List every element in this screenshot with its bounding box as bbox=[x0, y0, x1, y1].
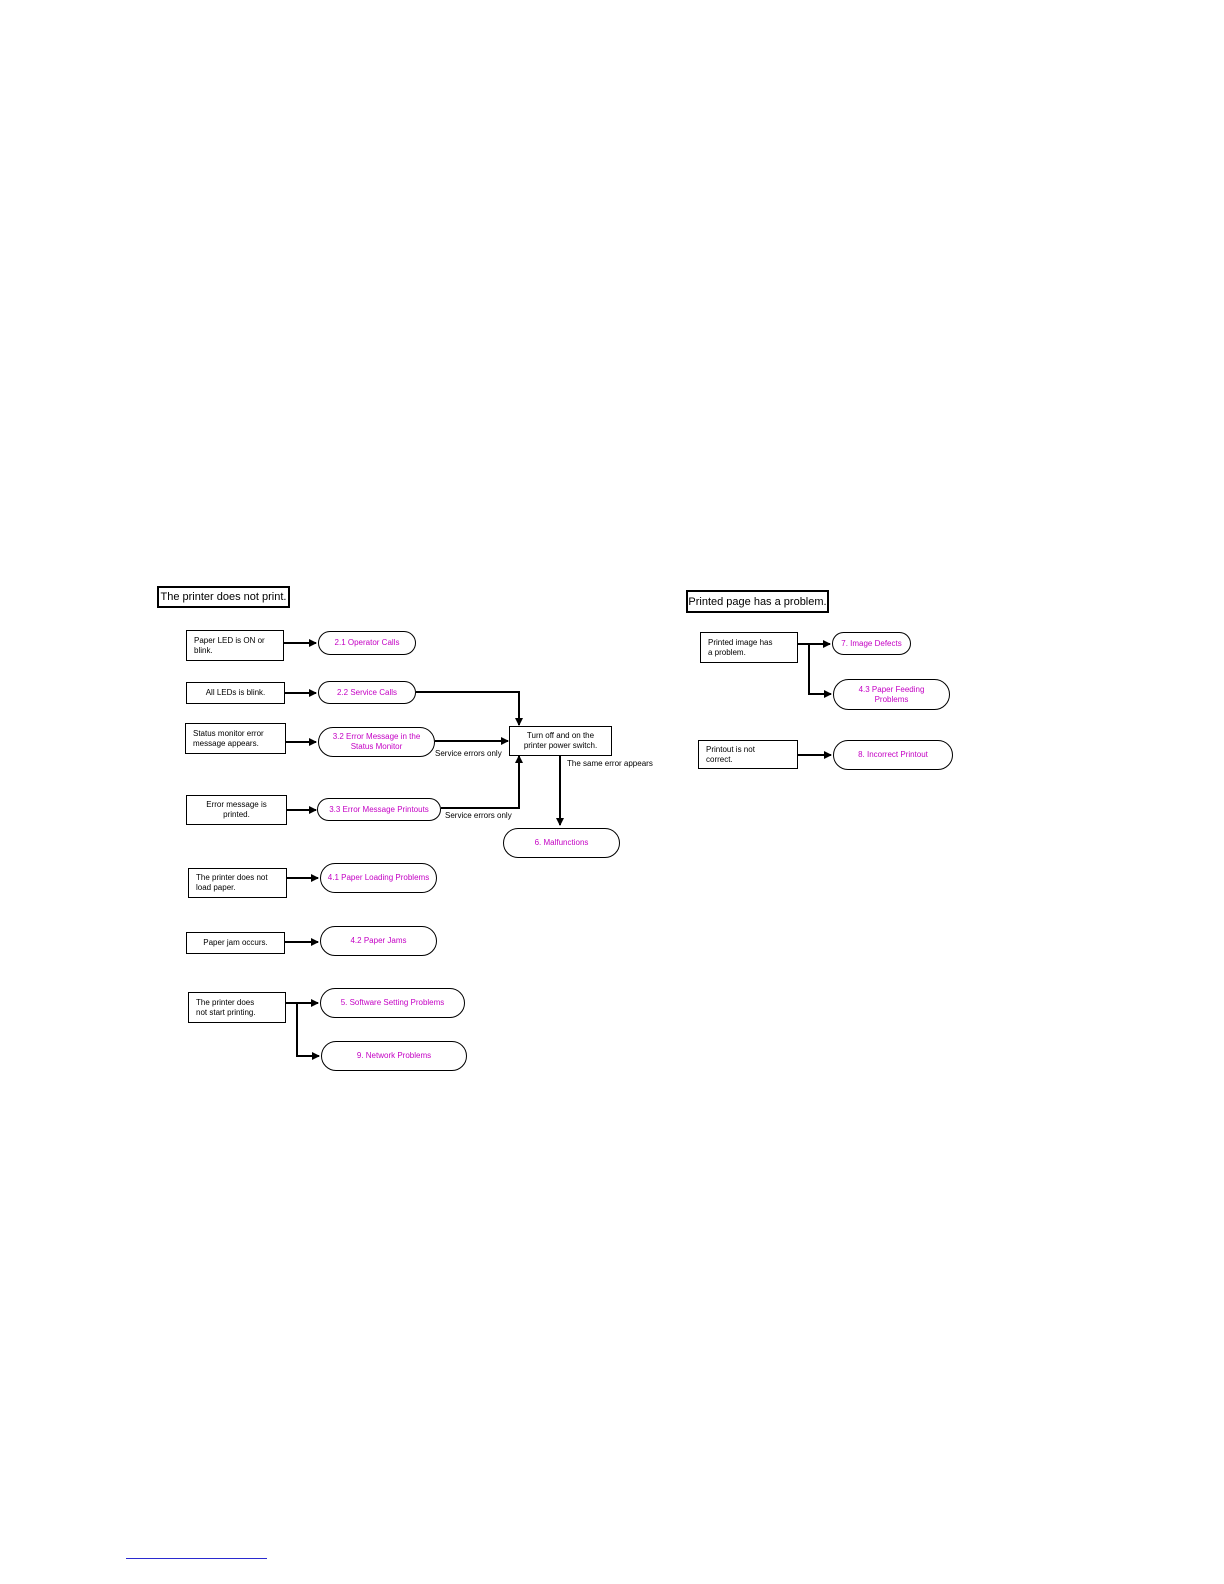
edge-label-same-error: The same error appears bbox=[567, 759, 653, 768]
condition-error-printed: Error message is printed. bbox=[186, 795, 287, 825]
right-flow-title: Printed page has a problem. bbox=[686, 590, 829, 613]
condition-no-start: The printer does not start printing. bbox=[188, 992, 286, 1023]
condition-all-leds: All LEDs is blink. bbox=[186, 682, 285, 704]
condition-paper-led: Paper LED is ON or blink. bbox=[186, 630, 284, 661]
target-error-status-monitor[interactable]: 3.2 Error Message in the Status Monitor bbox=[318, 727, 435, 757]
power-cycle-box: Turn off and on the printer power switch… bbox=[509, 726, 612, 756]
arrow-printouts-to-power bbox=[441, 755, 523, 809]
target-error-printouts[interactable]: 3.3 Error Message Printouts bbox=[317, 798, 441, 821]
left-flow-title: The printer does not print. bbox=[157, 586, 290, 608]
target-paper-feeding[interactable]: 4.3 Paper Feeding Problems bbox=[833, 679, 950, 710]
edge-label-service-only-1: Service errors only bbox=[435, 749, 502, 758]
condition-image-problem: Printed image has a problem. bbox=[700, 632, 798, 663]
target-paper-loading[interactable]: 4.1 Paper Loading Problems bbox=[320, 863, 437, 893]
condition-paper-jam: Paper jam occurs. bbox=[186, 932, 285, 954]
target-paper-jams[interactable]: 4.2 Paper Jams bbox=[320, 926, 437, 956]
arrow-paper-feeding bbox=[808, 644, 832, 698]
condition-status-monitor: Status monitor error message appears. bbox=[185, 723, 286, 754]
condition-no-load: The printer does not load paper. bbox=[188, 868, 287, 898]
target-malfunctions[interactable]: 6. Malfunctions bbox=[503, 828, 620, 858]
condition-printout-incorrect: Printout is not correct. bbox=[698, 740, 798, 769]
target-image-defects[interactable]: 7. Image Defects bbox=[832, 632, 911, 655]
arrow-service-to-power bbox=[416, 691, 523, 726]
arrow-no-start-network bbox=[296, 1003, 320, 1060]
target-software-setting[interactable]: 5. Software Setting Problems bbox=[320, 988, 465, 1018]
target-network[interactable]: 9. Network Problems bbox=[321, 1041, 467, 1071]
edge-label-service-only-2: Service errors only bbox=[445, 811, 512, 820]
target-operator-calls[interactable]: 2.1 Operator Calls bbox=[318, 631, 416, 655]
footer-rule bbox=[126, 1558, 267, 1559]
target-incorrect-printout[interactable]: 8. Incorrect Printout bbox=[833, 740, 953, 770]
target-service-calls[interactable]: 2.2 Service Calls bbox=[318, 681, 416, 704]
